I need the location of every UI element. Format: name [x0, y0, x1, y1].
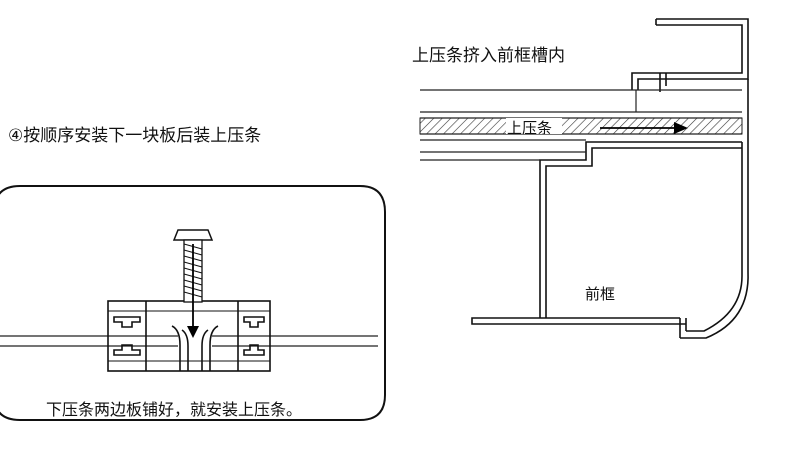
- screw: [172, 229, 214, 303]
- front-frame: [471, 18, 749, 339]
- left-caption: 下压条两边板铺好，就安装上压条。: [46, 400, 302, 419]
- right-arrow-icon: [600, 122, 688, 134]
- detail-frame: [0, 185, 386, 421]
- left-panel: [0, 335, 178, 347]
- right-panel: [212, 335, 378, 347]
- step-label: ④按顺序安装下一块板后装上压条: [8, 126, 261, 146]
- front-frame-label: 前框: [585, 285, 615, 303]
- upper-strip-label: 上压条: [507, 119, 552, 137]
- down-arrow-icon: [187, 244, 199, 338]
- right-caption: 上压条挤入前框槽内: [412, 46, 565, 66]
- hatched-layer: [419, 117, 743, 135]
